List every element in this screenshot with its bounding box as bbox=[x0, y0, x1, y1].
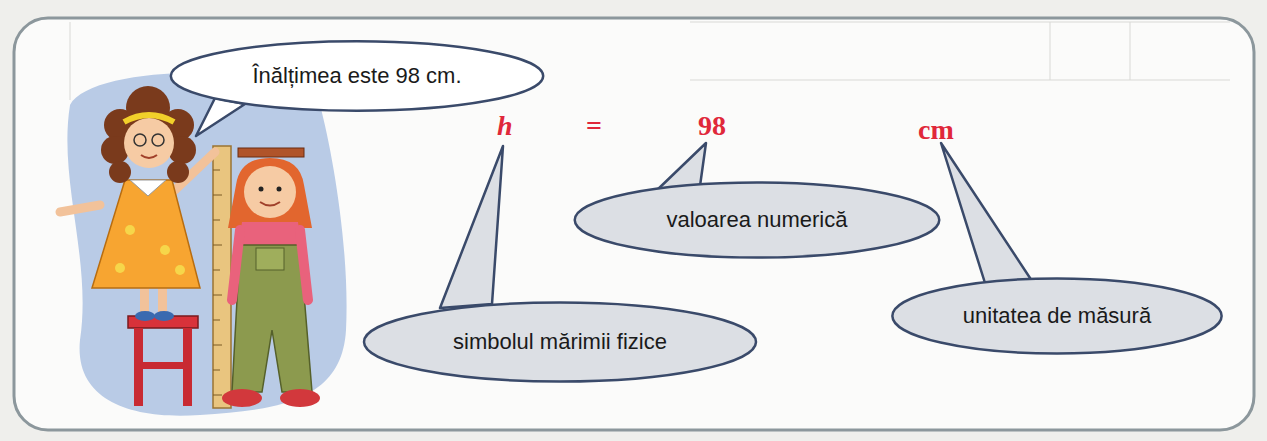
callout-ellipse: unitatea de măsură bbox=[889, 276, 1225, 356]
quantity-symbol: h bbox=[497, 112, 513, 140]
panel-frame bbox=[14, 18, 1254, 430]
callout-ellipse: simbolul mărimii fizice bbox=[360, 300, 760, 384]
callout-text: valoarea numerică bbox=[667, 207, 848, 233]
numeric-value: 98 bbox=[698, 112, 726, 140]
callout-tail bbox=[440, 146, 503, 308]
callout-text: Înălțimea este 98 cm. bbox=[252, 63, 461, 89]
background-blob bbox=[67, 73, 346, 416]
callout-ellipse: valoarea numerică bbox=[571, 180, 943, 260]
unit-symbol: cm bbox=[918, 116, 954, 144]
girl-measuring bbox=[60, 86, 215, 321]
ruler bbox=[213, 146, 231, 408]
equals-sign: = bbox=[586, 112, 602, 140]
stool bbox=[128, 316, 198, 406]
speech-bubble: Înălțimea este 98 cm. bbox=[167, 39, 547, 113]
girl-measured bbox=[222, 148, 320, 407]
callout-text: simbolul mărimii fizice bbox=[453, 329, 667, 355]
callout-text: unitatea de măsură bbox=[963, 303, 1151, 329]
callout-tail bbox=[941, 143, 1032, 283]
